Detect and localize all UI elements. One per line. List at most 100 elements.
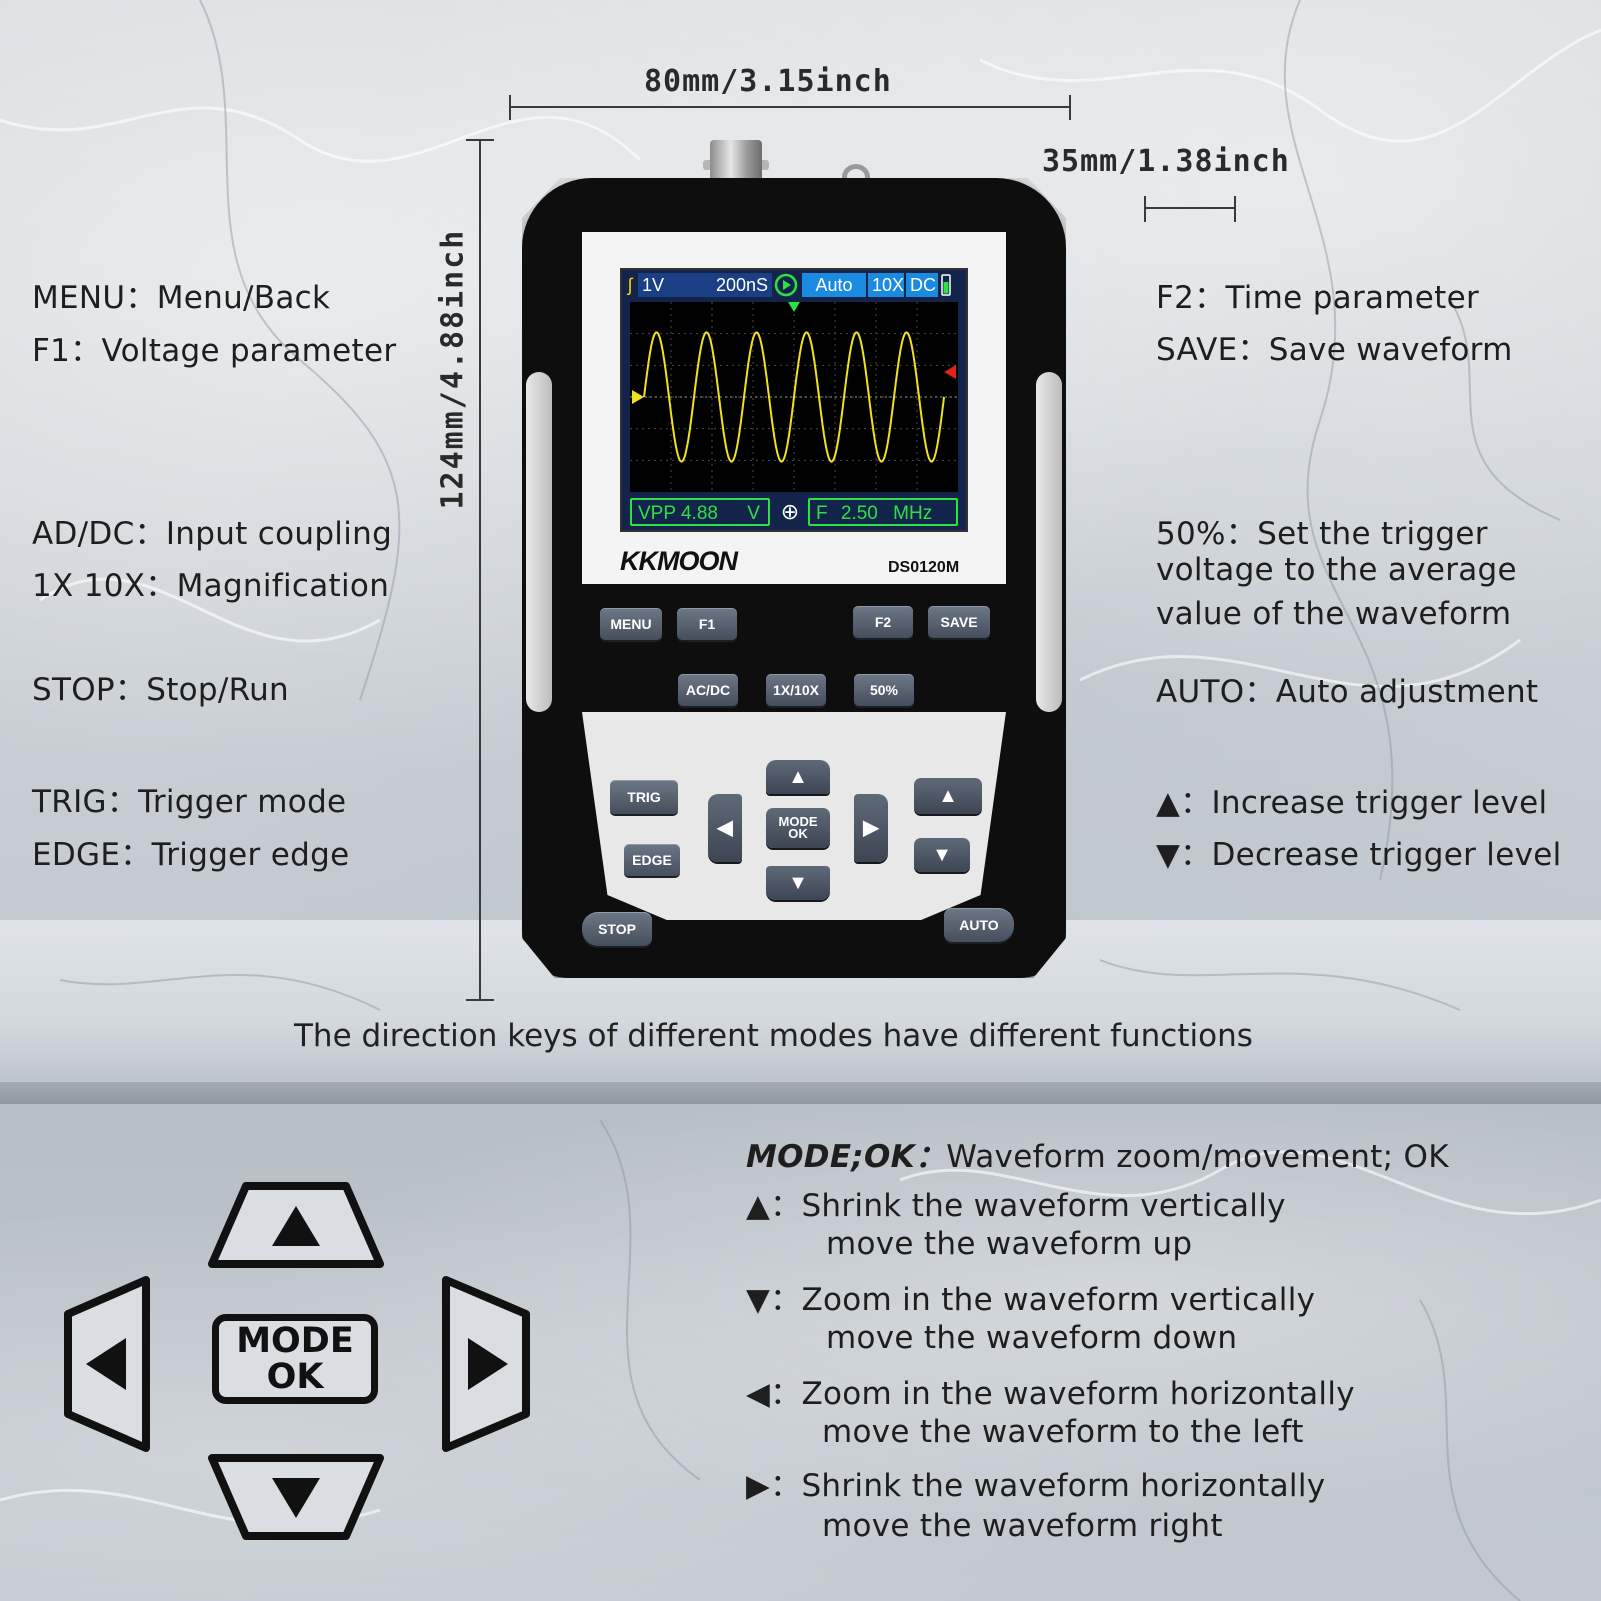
coupling-readout: DC — [906, 273, 938, 297]
f1-label-desc: Voltage parameter — [101, 333, 397, 369]
mode-ok-line1: MODE — [778, 814, 818, 829]
auto-label: AUTO：Auto adjustment — [1156, 666, 1538, 711]
edge-button[interactable]: EDGE — [624, 844, 680, 876]
big-down-key — [206, 1450, 386, 1542]
trig-label: TRIG：Trigger mode — [32, 776, 346, 821]
magnification-button[interactable]: 1X/10X — [766, 674, 826, 706]
menu-button[interactable]: MENU — [600, 608, 662, 640]
dpad-right-button[interactable]: ▶ — [854, 794, 888, 862]
fifty-label-key: 50%： — [1156, 516, 1258, 552]
mode-right-line2: move the waveform right — [822, 1508, 1223, 1544]
right-arrow-icon: ▶ — [863, 817, 879, 839]
trigger-down-icon: ▼ — [932, 844, 952, 866]
mode-ok-title-key: MODE;OK： — [746, 1139, 947, 1175]
dpad-down-button[interactable]: ▼ — [766, 866, 830, 900]
edge-label: EDGE：Trigger edge — [32, 829, 349, 874]
trigger-down-button[interactable]: ▼ — [914, 838, 970, 872]
frequency-measurement: F 2.50 MHz — [808, 498, 958, 526]
vpp-measurement: VPP 4.88 V — [630, 498, 770, 526]
dpad-up-button[interactable]: ▲ — [766, 760, 830, 794]
freq-value: 2.50 — [840, 503, 878, 524]
acdc-button[interactable]: AC/DC — [678, 674, 738, 706]
width-dimension-label: 80mm/3.15inch — [644, 64, 892, 99]
left-grip — [526, 372, 552, 712]
save-label-key: SAVE： — [1156, 332, 1269, 368]
auto-label-key: AUTO： — [1156, 674, 1276, 710]
waveform-svg — [630, 302, 958, 492]
magnification-label: 1X 10X：Magnification — [32, 560, 389, 605]
big-up-key — [206, 1180, 386, 1272]
trigger-mode-readout: Auto — [802, 273, 866, 297]
waveform-plot — [630, 302, 958, 492]
oscilloscope-screen: ʃ 1V 200nS Auto 10X DC VPP 4.88 V ⊕ F 2.… — [620, 268, 968, 532]
stop-label-desc: Stop/Run — [146, 672, 289, 708]
fifty-percent-button[interactable]: 50% — [854, 674, 914, 706]
trigger-up-icon: ▲ — [938, 785, 958, 807]
vpp-label: VPP — [638, 503, 676, 524]
save-button[interactable]: SAVE — [928, 606, 990, 638]
channel-level-marker — [632, 390, 644, 404]
menu-label-key: MENU： — [32, 280, 157, 316]
down-arrow-icon: ▼ — [788, 872, 808, 894]
mode-down-line1: Zoom in the waveform vertically — [801, 1282, 1316, 1318]
edge-label-key: EDGE： — [32, 837, 152, 873]
trigger-up-button[interactable]: ▲ — [914, 778, 982, 814]
decrease-trigger-label: ▼：Decrease trigger level — [1156, 829, 1562, 874]
stop-label-key: STOP： — [32, 672, 147, 708]
stop-button[interactable]: STOP — [582, 912, 652, 946]
right-grip — [1036, 372, 1062, 712]
f1-button[interactable]: F1 — [677, 608, 737, 640]
mode-right-item: ▶：Shrink the waveform horizontally — [746, 1460, 1325, 1505]
fifty-label-desc: Set the trigger — [1257, 516, 1488, 552]
trig-button[interactable]: TRIG — [610, 780, 678, 814]
magnification-label-desc: Magnification — [176, 568, 390, 604]
sine-waveform — [643, 331, 945, 463]
vpp-value: 4.88 — [680, 503, 718, 524]
fifty-label-line2: voltage to the average — [1156, 552, 1517, 588]
decrease-trigger-key: ▼： — [1156, 837, 1212, 873]
mode-up-key: ▲： — [746, 1188, 802, 1224]
f2-button[interactable]: F2 — [853, 606, 913, 638]
screen-status-bar: ʃ 1V 200nS Auto 10X DC — [622, 270, 966, 300]
decrease-trigger-desc: Decrease trigger level — [1211, 837, 1562, 873]
crosshair-icon: ⊕ — [776, 498, 804, 526]
trigger-level-marker — [944, 365, 956, 379]
big-mode-ok-key: MODE OK — [212, 1314, 378, 1404]
left-arrow-icon: ◀ — [717, 817, 733, 839]
auto-button[interactable]: AUTO — [944, 908, 1014, 942]
fifty-label-line3: value of the waveform — [1156, 596, 1512, 632]
big-mode-line1: MODE — [236, 1321, 354, 1361]
mode-down-item: ▼：Zoom in the waveform vertically — [746, 1274, 1315, 1319]
height-dimension-label: 124mm/4.88inch — [435, 228, 471, 510]
mode-up-line1: Shrink the waveform vertically — [801, 1188, 1286, 1224]
magnification-label-key: 1X 10X： — [32, 568, 177, 604]
volts-div-readout: 1V — [638, 273, 702, 297]
menu-label-desc: Menu/Back — [156, 280, 331, 316]
battery-icon — [940, 273, 954, 297]
mode-left-line1: Zoom in the waveform horizontally — [801, 1376, 1355, 1412]
f2-label-desc: Time parameter — [1225, 280, 1480, 316]
up-arrow-icon: ▲ — [788, 766, 808, 788]
run-state-icon — [774, 273, 800, 297]
mode-left-item: ◀：Zoom in the waveform horizontally — [746, 1368, 1355, 1413]
depth-dimension-label: 35mm/1.38inch — [1042, 144, 1290, 179]
trig-label-desc: Trigger mode — [138, 784, 347, 820]
stop-label: STOP：Stop/Run — [32, 664, 289, 709]
mode-ok-title-desc: Waveform zoom/movement; OK — [946, 1139, 1449, 1175]
mode-down-key: ▼： — [746, 1282, 802, 1318]
acdc-label-key: AD/DC： — [32, 516, 166, 552]
big-right-key — [438, 1274, 534, 1454]
acdc-label: AD/DC：Input coupling — [32, 508, 392, 553]
increase-trigger-key: ▲： — [1156, 785, 1212, 821]
fifty-percent-label: 50%：Set the trigger — [1156, 508, 1488, 553]
increase-trigger-label: ▲：Increase trigger level — [1156, 777, 1547, 822]
f2-label-key: F2： — [1156, 280, 1226, 316]
direction-keys-caption: The direction keys of different modes ha… — [294, 1018, 1253, 1054]
mode-up-item: ▲：Shrink the waveform vertically — [746, 1180, 1286, 1225]
mode-down-line2: move the waveform down — [826, 1320, 1238, 1356]
mode-right-line1: Shrink the waveform horizontally — [801, 1468, 1326, 1504]
f2-label: F2：Time parameter — [1156, 272, 1479, 317]
dpad-left-button[interactable]: ◀ — [708, 794, 742, 862]
